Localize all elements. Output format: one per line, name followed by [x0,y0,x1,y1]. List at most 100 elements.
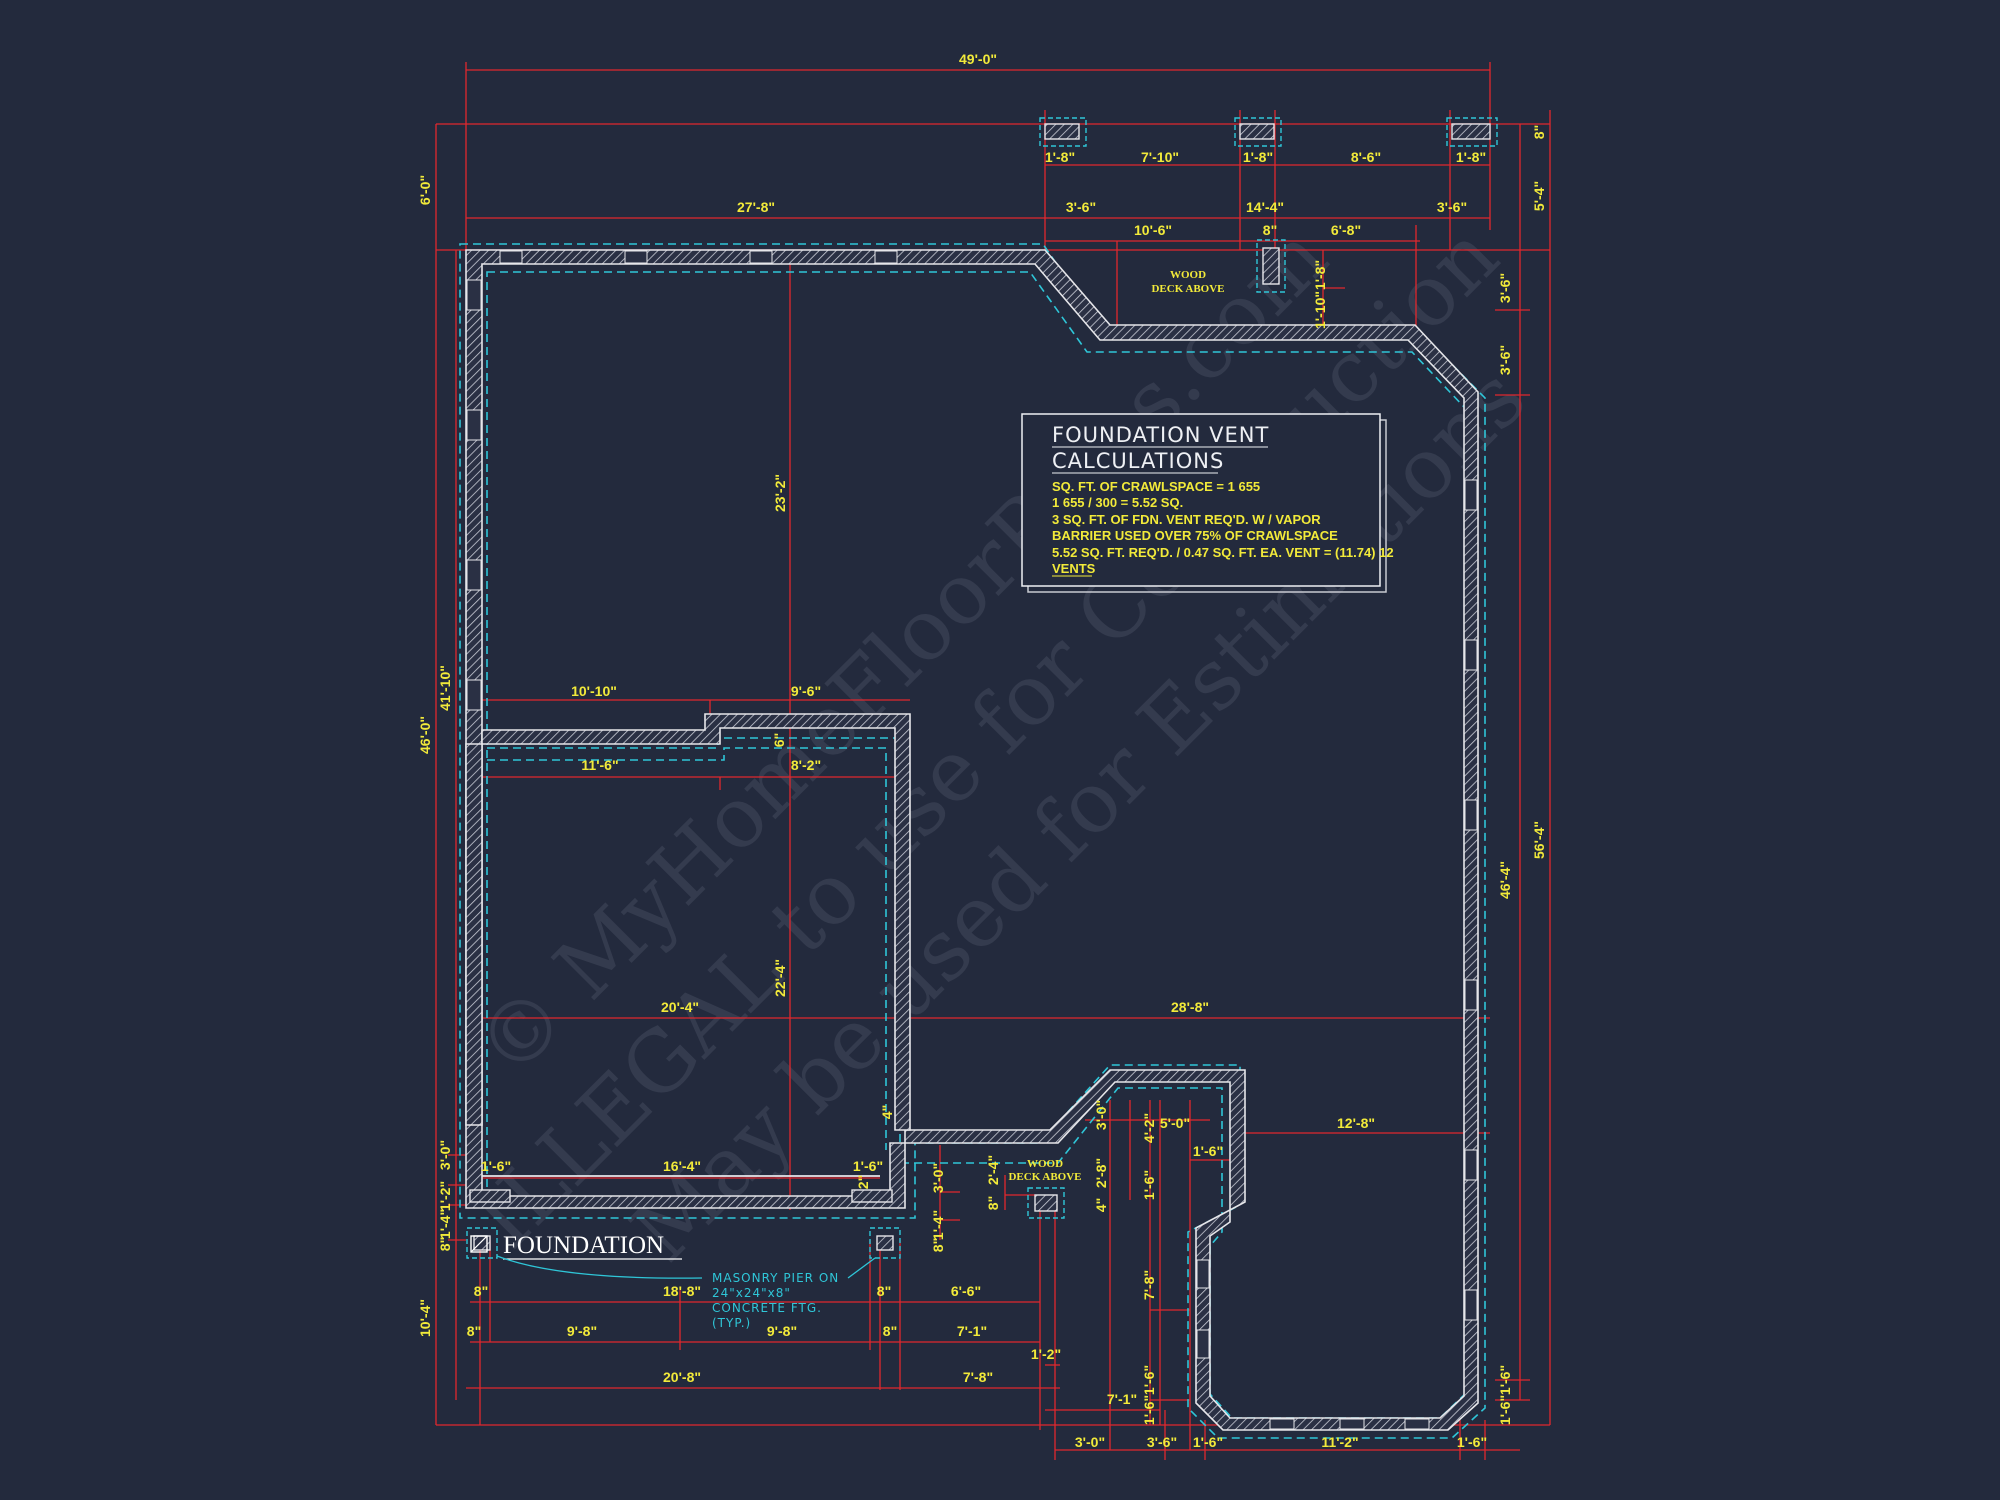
dim-label: 10'-10" [571,683,617,699]
dim-label: 12'-8" [1337,1115,1375,1131]
dim-label: 2'-8" [1093,1158,1109,1188]
dim-label: 1'-6" [1141,1395,1157,1425]
dim-label: 1'-10" [1312,291,1328,329]
dim-label: 8" [467,1323,481,1339]
dim-label: 1'-6" [1141,1170,1157,1200]
vent-calculations-box: FOUNDATION VENT CALCULATIONS SQ. FT. OF … [1021,413,1394,593]
dimension-lines [435,62,1551,1460]
dim-label: 1'-8" [1456,149,1486,165]
masonry-piers [466,117,1498,1259]
dim-label: 1'-8" [1045,149,1075,165]
dim-label: 56'-4" [1531,821,1547,859]
dim-label: 49'-0" [959,51,997,67]
dim-label: 22'-4" [772,959,788,997]
foundation-walls [465,249,1479,1431]
dim-label: 11'-6" [581,757,618,773]
dimension-labels: 49'-0" 27'-8" 1'-8" 7'-10" 1'-8" 8'-6" 1… [417,51,1547,1450]
deck-notes: WOOD DECK ABOVE WOOD DECK ABOVE [1008,269,1224,1183]
calc-line: BARRIER USED OVER 75% OF CRAWLSPACE [1052,528,1338,543]
dim-label: 8'-2" [791,757,821,773]
calc-line: VENTS [1052,561,1096,576]
dim-label: 2'-4" [985,1155,1001,1185]
calc-title-line-2: CALCULATIONS [1052,449,1224,473]
dim-label: 8" [1531,125,1547,139]
dim-label: 3'-6" [1497,273,1513,303]
dim-label: 46'-0" [417,716,433,754]
dim-label: 8" [883,1323,897,1339]
dim-label: 28'-8" [1171,999,1209,1015]
dim-label: 6'-6" [951,1283,981,1299]
dim-label: 46'-4" [1497,861,1513,899]
dim-label: 7'-1" [957,1323,987,1339]
deck-top-label-1: WOOD [1170,269,1206,281]
dim-label: 1'-6" [481,1158,511,1174]
dim-label: 1'-6" [1497,1365,1513,1395]
dim-label: 1'-2" [437,1181,453,1211]
dim-label: 1'-6" [1193,1143,1223,1159]
dim-label: 8" [985,1196,1001,1210]
dim-label: 23'-2" [772,474,788,512]
dim-label: 18'-8" [663,1283,701,1299]
dim-label: 1'-6" [1141,1365,1157,1395]
pier-note-line: MASONRY PIER ON [712,1271,839,1285]
dim-label: 1'-6" [1193,1434,1223,1450]
dim-label: 8" [1263,222,1277,238]
dim-label: 1'-2" [1031,1346,1061,1362]
dim-label: 7'-10" [1141,149,1179,165]
dim-label: 3'-6" [1437,199,1467,215]
dim-label: 1'-4" [437,1209,453,1239]
dim-label: 7'-1" [1107,1391,1137,1407]
dim-label: 5'-0" [1160,1115,1190,1131]
dim-label: 6'-8" [1331,222,1361,238]
dim-label: 11'-2" [1321,1434,1358,1450]
dim-label: 5'-4" [1531,181,1547,211]
pier-note-line: 24"x24"x8" [712,1286,791,1300]
dim-label: 9'-6" [791,683,821,699]
dim-label: 8" [930,1238,946,1252]
deck-bottom-label-1: WOOD [1027,1158,1063,1170]
dim-label: 3'-6" [1066,199,1096,215]
dim-label: 1'-4" [930,1210,946,1240]
dim-label: 3'-0" [437,1140,453,1170]
dim-label: 1'-8" [1243,149,1273,165]
pier-note-line: (TYP.) [712,1316,751,1330]
dim-label: 41'-10" [437,665,453,711]
pier-note: MASONRY PIER ON 24"x24"x8" CONCRETE FTG.… [496,1255,876,1330]
dim-label: 1'-6" [1457,1434,1487,1450]
dim-label: 14'-4" [1246,199,1284,215]
calc-title-line-1: FOUNDATION VENT [1052,423,1269,447]
foundation-title: FOUNDATION [503,1232,664,1259]
dim-label: 9'-8" [567,1323,597,1339]
dim-label: 3'-6" [1147,1434,1177,1450]
dim-label: 27'-8" [737,199,775,215]
dim-label: 3'-0" [1075,1434,1105,1450]
dim-label: 16'-4" [663,1158,701,1174]
dim-label: 20'-4" [661,999,699,1015]
dim-label: 2" [855,1175,871,1189]
calc-line: 1 655 / 300 = 5.52 SQ. [1052,495,1183,510]
plan-title: FOUNDATION [470,1232,682,1260]
pier-note-line: CONCRETE FTG. [712,1301,822,1315]
calc-line: SQ. FT. OF CRAWLSPACE = 1 655 [1052,479,1260,494]
deck-bottom-label-2: DECK ABOVE [1008,1171,1081,1183]
dim-label: 1'-6" [853,1158,883,1174]
dim-label: 6'-0" [417,175,433,205]
calc-line: 5.52 SQ. FT. REQ'D. / 0.47 SQ. FT. EA. V… [1052,545,1394,560]
dim-label: 9'-8" [767,1323,797,1339]
dim-label: 8" [437,1237,453,1251]
dim-label: 6" [771,733,787,747]
deck-top-label-2: DECK ABOVE [1151,283,1224,295]
dim-label: 7'-8" [1141,1270,1157,1300]
dim-label: 1'-8" [1312,260,1328,290]
dim-label: 4'-2" [1141,1113,1157,1143]
dim-label: 4" [879,1105,895,1119]
dim-label: 20'-8" [663,1369,701,1385]
dim-label: 3'-0" [930,1163,946,1193]
dim-label: 8" [474,1283,488,1299]
dim-label: 3'-6" [1497,345,1513,375]
dim-label: 7'-8" [963,1369,993,1385]
dim-label: 3'-0" [1093,1100,1109,1130]
dim-label: 8'-6" [1351,149,1381,165]
calc-line: 3 SQ. FT. OF FDN. VENT REQ'D. W / VAPOR [1052,512,1321,527]
